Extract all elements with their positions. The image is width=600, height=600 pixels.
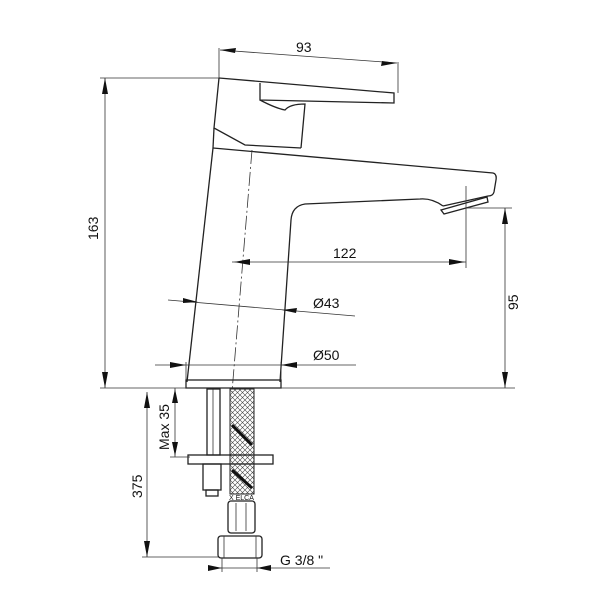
center-axis <box>231 149 253 393</box>
dimension-max-counter: Max 35 <box>156 388 190 458</box>
dim-93-label: 93 <box>296 39 312 55</box>
dimension-hose-length: 375 <box>129 392 218 558</box>
lever-handle <box>212 77 395 149</box>
dimension-spout-height: 95 <box>466 207 521 388</box>
aerator <box>439 196 489 215</box>
dim-163-label: 163 <box>85 216 101 240</box>
dimension-body-diameter: Ø43 <box>167 295 356 317</box>
dimension-spout-reach: 122 <box>232 186 467 268</box>
base-rosette <box>185 379 282 389</box>
dimension-thread: G 3/8 " <box>208 552 330 572</box>
hose-label: X ELCA <box>229 495 254 502</box>
dim-122-label: 122 <box>333 245 357 261</box>
dimension-lever-length: 93 <box>218 39 399 93</box>
dim-g38-label: G 3/8 " <box>280 552 323 568</box>
under-counter-assembly: X ELCA <box>187 388 274 559</box>
dimension-total-height: 163 <box>85 77 219 388</box>
dim-043-label: Ø43 <box>313 295 340 311</box>
faucet-body <box>186 147 497 383</box>
dim-050-label: Ø50 <box>313 347 340 363</box>
dim-375-label: 375 <box>129 474 145 498</box>
dim-95-label: 95 <box>505 294 521 310</box>
dim-max35-label: Max 35 <box>156 404 172 450</box>
dimension-base-diameter: Ø50 <box>155 347 356 380</box>
